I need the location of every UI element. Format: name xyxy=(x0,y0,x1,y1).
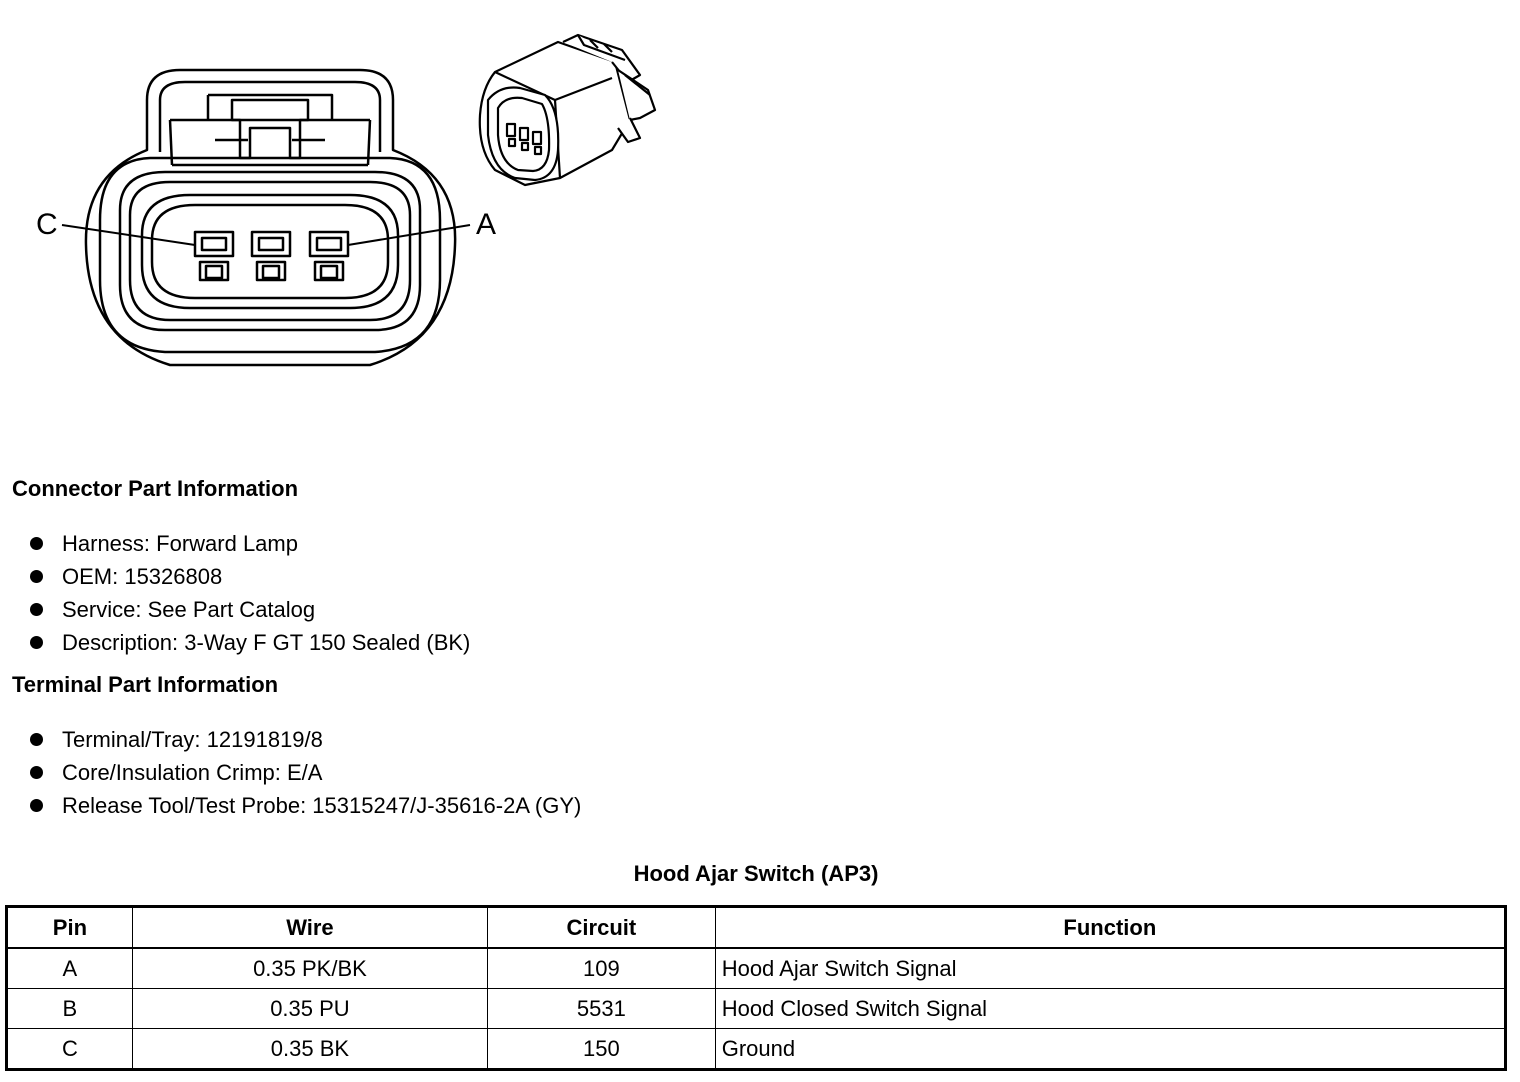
cell-circuit: 5531 xyxy=(487,988,716,1029)
header-pin: Pin xyxy=(6,906,133,949)
cell-pin: B xyxy=(6,988,133,1029)
list-item: Release Tool/Test Probe: 15315247/J-3561… xyxy=(30,789,581,822)
cell-function: Ground xyxy=(714,1028,1507,1070)
table-row: B 0.35 PU 5531 Hood Closed Switch Signal xyxy=(6,988,1507,1029)
bullet-icon xyxy=(30,603,43,616)
cell-wire: 0.35 PU xyxy=(131,988,489,1029)
table-title: Hood Ajar Switch (AP3) xyxy=(633,861,879,886)
list-item: OEM: 15326808 xyxy=(30,560,470,593)
list-item: Description: 3-Way F GT 150 Sealed (BK) xyxy=(30,626,470,659)
cell-pin: C xyxy=(6,1028,133,1070)
pin-cavities xyxy=(193,230,350,282)
pin-label-c: C xyxy=(36,208,58,241)
connector-outline xyxy=(84,68,457,367)
connector-info-heading: Connector Part Information xyxy=(12,476,299,501)
bullet-icon xyxy=(30,537,43,550)
cell-function: Hood Ajar Switch Signal xyxy=(714,947,1507,989)
table-row: A 0.35 PK/BK 109 Hood Ajar Switch Signal xyxy=(6,947,1507,989)
bullet-icon xyxy=(30,570,43,583)
bullet-icon xyxy=(30,636,43,649)
cell-circuit: 109 xyxy=(487,947,716,989)
cell-function: Hood Closed Switch Signal xyxy=(714,988,1507,1029)
bullet-icon xyxy=(30,799,43,812)
header-function: Function xyxy=(714,906,1507,949)
cell-pin: A xyxy=(6,947,133,989)
table-header-row: Pin Wire Circuit Function xyxy=(6,906,1507,949)
list-item: Harness: Forward Lamp xyxy=(30,527,470,560)
cell-circuit: 150 xyxy=(487,1028,716,1070)
connector-info-list: Harness: Forward Lamp OEM: 15326808 Serv… xyxy=(30,527,470,659)
terminal-info-heading: Terminal Part Information xyxy=(12,672,279,697)
connector-3d-view xyxy=(478,33,657,187)
pin-label-a: A xyxy=(476,208,496,241)
connector-diagram: C A xyxy=(36,33,657,367)
list-item: Terminal/Tray: 12191819/8 xyxy=(30,723,581,756)
table-row: C 0.35 BK 150 Ground xyxy=(6,1028,1507,1070)
pinout-table: Pin Wire Circuit Function A 0.35 PK/BK 1… xyxy=(5,905,1507,1071)
cell-wire: 0.35 PK/BK xyxy=(131,947,489,989)
terminal-info-list: Terminal/Tray: 12191819/8 Core/Insulatio… xyxy=(30,723,581,822)
header-wire: Wire xyxy=(131,906,489,949)
bullet-icon xyxy=(30,766,43,779)
header-circuit: Circuit xyxy=(487,906,716,949)
list-item: Service: See Part Catalog xyxy=(30,593,470,626)
bullet-icon xyxy=(30,733,43,746)
list-item: Core/Insulation Crimp: E/A xyxy=(30,756,581,789)
cell-wire: 0.35 BK xyxy=(131,1028,489,1070)
